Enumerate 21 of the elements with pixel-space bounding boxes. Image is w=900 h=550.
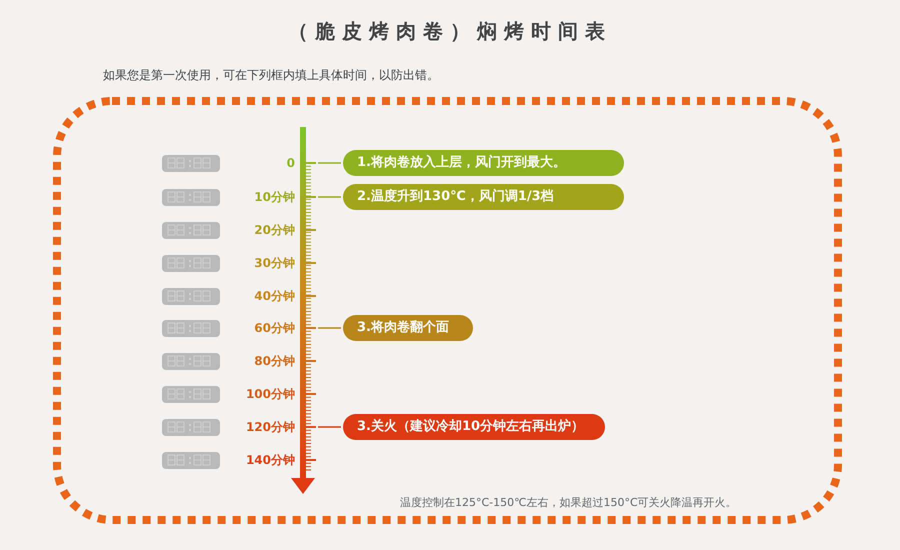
tick-label: 100分钟 (244, 386, 295, 402)
tick-label: 140分钟 (244, 452, 295, 468)
step-label: 3.将肉卷翻个面 (343, 315, 473, 341)
tick-label: 120分钟 (244, 419, 295, 435)
leader-line (318, 162, 341, 164)
step-label: 3.关火（建议冷却10分钟左右再出炉） (343, 414, 605, 440)
instruction-text: 如果您是第一次使用，可在下列框内填上具体时间，以防出错。 (103, 67, 439, 84)
tick-label: 40分钟 (253, 288, 295, 304)
tick-label: 10分钟 (253, 189, 295, 205)
leader-line (318, 196, 341, 198)
tick-label: 20分钟 (253, 222, 295, 238)
step-label: 2.温度升到130℃，风门调1/3档 (343, 184, 624, 210)
tick-label: 30分钟 (253, 255, 295, 271)
note-text: 温度控制在125°C-150℃左右，如果超过150°C可关火降温再开火。 (400, 495, 737, 510)
leader-line (318, 426, 341, 428)
step-label: 1.将肉卷放入上层，风门开到最大。 (343, 150, 624, 176)
tick-label: 80分钟 (253, 353, 295, 369)
tick-label: 60分钟 (253, 320, 295, 336)
tick-label: 0 (286, 155, 295, 171)
leader-line (318, 327, 341, 329)
title: （脆皮烤肉卷）焖烤时间表 (287, 18, 613, 45)
